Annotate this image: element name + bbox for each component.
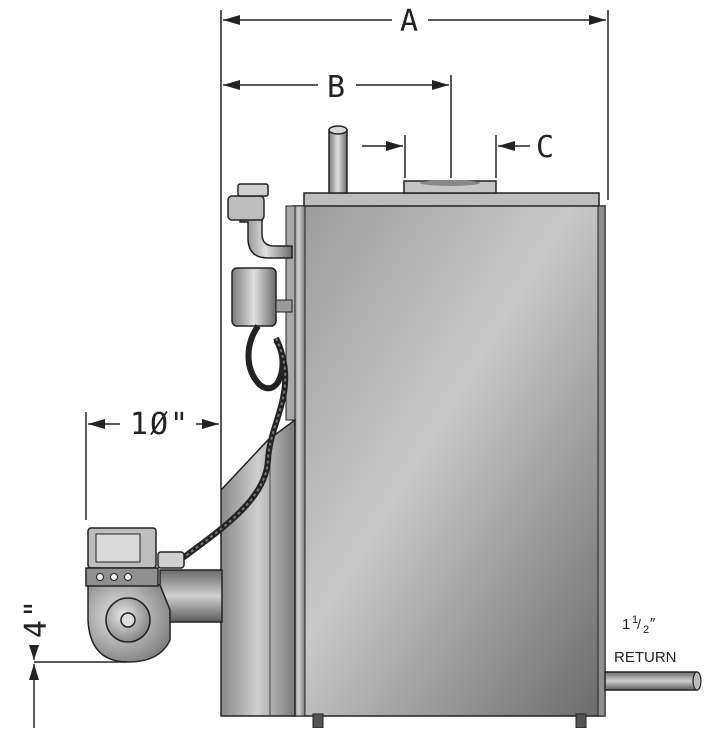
return-pipe-size-denominator: 2	[643, 624, 649, 636]
return-pipe	[604, 671, 702, 691]
dimension-burner-height: 4"	[19, 598, 126, 728]
relief-valve-pipe	[328, 125, 348, 194]
dimension-c-label: C	[536, 130, 556, 165]
dimension-c: C	[362, 130, 556, 178]
dimension-burner-offset: 1Ø"	[85, 407, 219, 520]
return-pipe-label: RETURN	[614, 649, 677, 666]
flex-conduit	[178, 324, 289, 563]
flue-collar	[403, 180, 497, 194]
dimension-a-label: A	[400, 4, 420, 39]
oil-burner	[85, 527, 223, 663]
control-area	[227, 183, 296, 421]
return-pipe-size: 1 1 / 2 ″	[622, 614, 656, 636]
dimension-a: A	[220, 4, 609, 200]
return-pipe-size-mark: ″	[650, 615, 656, 632]
boiler-leg-left	[312, 713, 324, 729]
boiler-leg-right	[575, 713, 587, 729]
return-pipe-size-numerator: 1	[632, 614, 638, 626]
fraction-slash: /	[637, 616, 641, 632]
boiler-body	[292, 192, 606, 717]
dimension-burner-height-label: 4"	[19, 598, 54, 638]
dimension-burner-offset-label: 1Ø"	[130, 407, 190, 442]
dimension-b-label: B	[327, 70, 347, 105]
lower-jacket-panel	[220, 418, 296, 717]
return-pipe-size-whole: 1	[622, 616, 630, 633]
dimension-b: B	[223, 70, 452, 178]
